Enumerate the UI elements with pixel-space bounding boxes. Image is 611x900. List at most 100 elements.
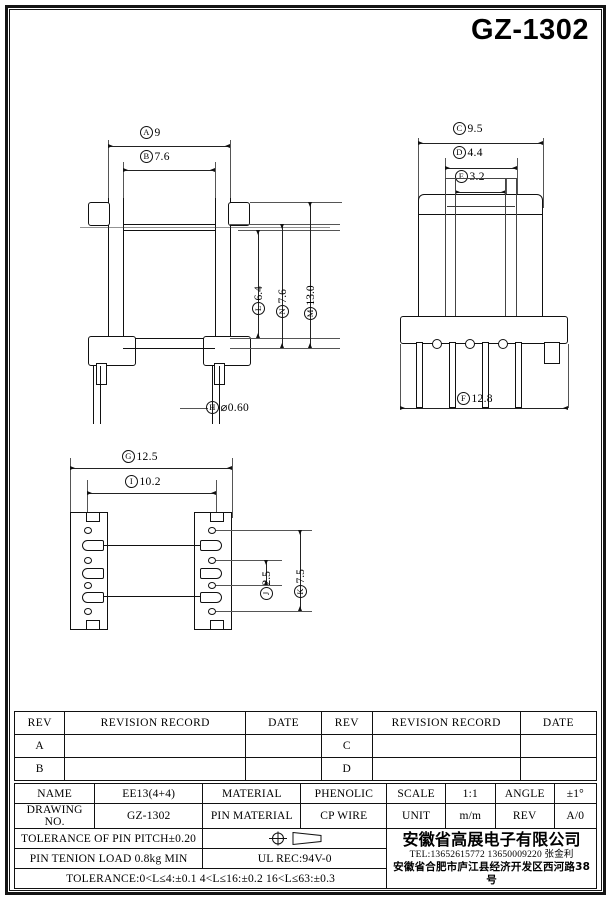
page-title: GZ-1302 <box>471 14 589 46</box>
dim-tag-g: G <box>122 450 135 463</box>
front-inner-line <box>447 206 515 207</box>
front-base-tab-right <box>544 342 560 364</box>
rev-cell-d[interactable]: D <box>321 757 373 781</box>
arrow-d-right <box>512 165 517 170</box>
arrow-b-left <box>123 167 128 172</box>
arrow-f-right <box>563 405 568 410</box>
arrow-e-right <box>501 189 506 194</box>
front-pin-2 <box>449 342 456 408</box>
ext-line-i-left <box>87 480 88 520</box>
top-pin-lug-right-3 <box>200 592 222 603</box>
side-pin-2-b <box>219 366 220 424</box>
arrow-n-top <box>279 224 284 229</box>
rev-record-c[interactable] <box>371 734 521 758</box>
top-pin-lug-left-3 <box>82 592 104 603</box>
arrow-b-right <box>210 167 215 172</box>
dim-line-n <box>282 224 283 348</box>
dim-value-d: 4.4 <box>467 147 483 159</box>
dim-line-b <box>123 170 215 171</box>
arrow-i-right <box>211 490 216 495</box>
ext-line-pin-4 <box>216 611 312 612</box>
arrow-m-top <box>307 202 312 207</box>
arrow-e-left <box>455 189 460 194</box>
top-flange-right-notch-bottom <box>210 620 224 630</box>
value-rev: A/0 <box>553 803 598 829</box>
top-core-line-upper <box>100 545 204 546</box>
rev-date-b[interactable] <box>245 757 323 781</box>
projection-cone-icon <box>292 831 322 846</box>
rev-header-rev-right: REV <box>321 711 373 735</box>
dim-line-e <box>455 192 506 193</box>
side-core-line-top <box>123 224 215 225</box>
leader-line-h <box>180 408 208 409</box>
value-name: EE13(4+4) <box>94 783 204 804</box>
side-flange-left-outer <box>108 198 109 348</box>
ext-line-i-right <box>216 480 217 520</box>
dim-line-i <box>87 493 216 494</box>
arrow-n-bot <box>279 343 284 348</box>
label-unit: UNIT <box>386 803 446 829</box>
dim-line-f <box>400 408 568 409</box>
ext-line-f-right <box>568 344 569 408</box>
label-name: NAME <box>13 783 96 804</box>
dim-line-l <box>258 230 259 338</box>
ext-line-v-mid <box>238 230 340 231</box>
value-scale: 1:1 <box>444 783 496 804</box>
dim-line-g <box>70 468 232 469</box>
rev-cell-c[interactable]: C <box>321 734 373 758</box>
title-row-tolerance-general: TOLERANCE:0<L≤4:±0.1 4<L≤16:±0.2 16<L≤63… <box>13 868 597 889</box>
side-core-line-mid <box>123 230 215 231</box>
side-tab-left-top <box>88 202 110 226</box>
ext-line-pin-3 <box>216 585 282 586</box>
top-pin-hole-left-3 <box>84 582 92 589</box>
rev-cell-b[interactable]: B <box>13 757 66 781</box>
side-flange-left-inner <box>123 198 124 348</box>
arrow-c-left <box>418 140 423 145</box>
side-pin-1-a <box>93 366 94 424</box>
arrow-i-left <box>87 490 92 495</box>
dim-tag-j: J <box>260 587 273 600</box>
ext-line-pin-2 <box>216 560 282 561</box>
dim-tag-c: C <box>453 122 466 135</box>
label-rev: REV <box>494 803 555 829</box>
table-row: B D <box>13 757 598 781</box>
dimension-k: K7.5 <box>294 569 307 598</box>
front-pin-lug-2 <box>465 339 475 349</box>
side-flange-right-inner <box>215 198 216 348</box>
dim-value-a: 9 <box>154 127 161 139</box>
projection-symbol-cell <box>202 828 388 849</box>
front-pin-lug-3 <box>498 339 508 349</box>
rev-cell-a[interactable]: A <box>13 734 66 758</box>
dim-value-i: 10.2 <box>139 476 161 488</box>
dim-tag-n: N <box>276 305 289 318</box>
front-body-outline <box>418 194 543 320</box>
table-row: A C <box>13 734 598 758</box>
rev-header-record-left: REVISION RECORD <box>64 711 247 735</box>
rev-date-d[interactable] <box>519 757 598 781</box>
rev-record-b[interactable] <box>64 757 247 781</box>
front-pin-1 <box>416 342 423 408</box>
side-core-line-bottom <box>123 338 215 339</box>
value-pin-material: CP WIRE <box>300 803 388 829</box>
dim-tag-f: F <box>457 392 470 405</box>
arrow-k-bot <box>297 606 302 611</box>
top-pin-hole-left-4 <box>84 608 92 615</box>
rev-record-d[interactable] <box>371 757 521 781</box>
arrow-f-left <box>400 405 405 410</box>
rev-date-a[interactable] <box>245 734 323 758</box>
rev-header-date-right: DATE <box>519 711 598 735</box>
rev-record-a[interactable] <box>64 734 247 758</box>
arrow-d-left <box>445 165 450 170</box>
side-base-right <box>203 336 251 366</box>
side-center-axis <box>80 227 330 228</box>
revision-table: REV REVISION RECORD DATE REV REVISION RE… <box>13 711 598 781</box>
rev-date-c[interactable] <box>519 734 598 758</box>
label-pin-material: PIN MATERIAL <box>202 803 302 829</box>
